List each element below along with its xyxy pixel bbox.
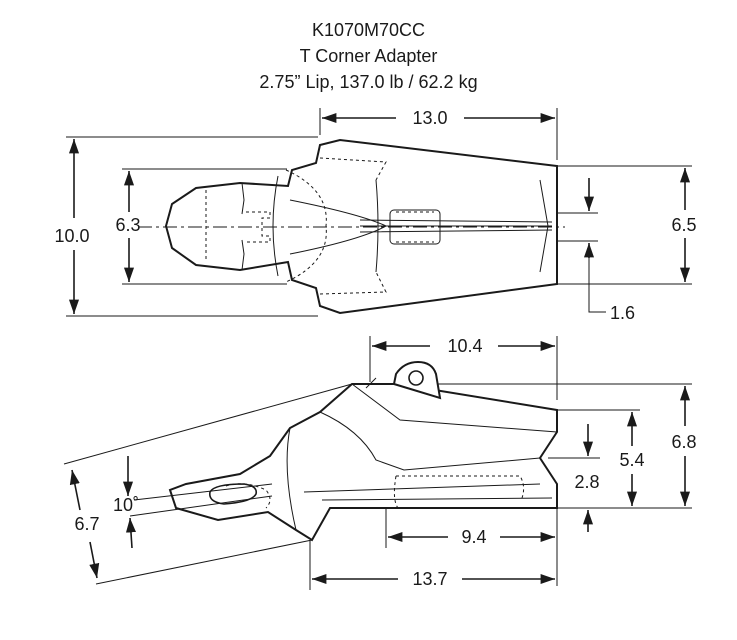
side-upper-crease (319, 411, 541, 471)
dim-overall-height-side: 6.8 (671, 432, 696, 452)
dim-overall-length-side: 13.7 (412, 569, 447, 589)
dim-top-length-side: 10.4 (447, 336, 482, 356)
dim-leg-height: 6.7 (74, 514, 99, 534)
side-hidden-slot (393, 475, 525, 509)
hidden-top-detail (319, 157, 387, 181)
dim-angle: 10˚ (113, 495, 139, 515)
side-top-bevel (351, 383, 558, 433)
side-lower-crease (303, 483, 541, 493)
dim-tip-height: 6.5 (671, 215, 696, 235)
side-view: 10.4 6.8 5.4 2.8 9.4 13.7 6.7 (63, 336, 697, 590)
hidden-curve (285, 169, 327, 283)
dim-nose-height: 6.3 (115, 215, 140, 235)
dim-bottom-length: 9.4 (461, 527, 486, 547)
lifting-eye (392, 360, 442, 400)
nose-shoulder-line (272, 175, 279, 277)
nose-detail-upper (241, 182, 245, 215)
angle-line-lower (95, 539, 313, 585)
tick-mark (365, 377, 377, 389)
adapter-outline-side (168, 383, 558, 542)
dim-slot-height: 2.8 (574, 472, 599, 492)
angle-ref-line-2 (129, 495, 273, 517)
side-lower-edge (321, 497, 553, 501)
top-view: 13.0 10.0 6.3 6.5 1.6 (54, 108, 697, 323)
hidden-slot (246, 211, 271, 243)
part-spec: 2.75” Lip, 137.0 lb / 62.2 kg (259, 72, 478, 92)
dim-front-height: 5.4 (619, 450, 644, 470)
pin-slot-edges (359, 219, 553, 233)
nose-detail-lower (241, 239, 245, 271)
dim-arrow (69, 469, 81, 511)
dim-pin-offset: 1.6 (610, 303, 635, 323)
angle-ref-line (133, 483, 273, 501)
dim-arrow (89, 541, 100, 579)
part-name: T Corner Adapter (299, 46, 438, 66)
side-shoulder (286, 427, 297, 531)
part-number: K1070M70CC (311, 20, 426, 40)
nose-hidden (225, 483, 271, 509)
hidden-bottom-detail (319, 271, 387, 295)
dim-overall-height-top: 10.0 (54, 226, 89, 246)
nose-pin-slot (208, 483, 258, 505)
dim-length-top: 13.0 (412, 108, 447, 128)
pin-hidden (396, 211, 434, 243)
leader-pin (588, 258, 606, 313)
angle-line-upper (63, 383, 353, 465)
angle-arrow (125, 517, 136, 549)
lifting-eye-hole (408, 370, 424, 386)
